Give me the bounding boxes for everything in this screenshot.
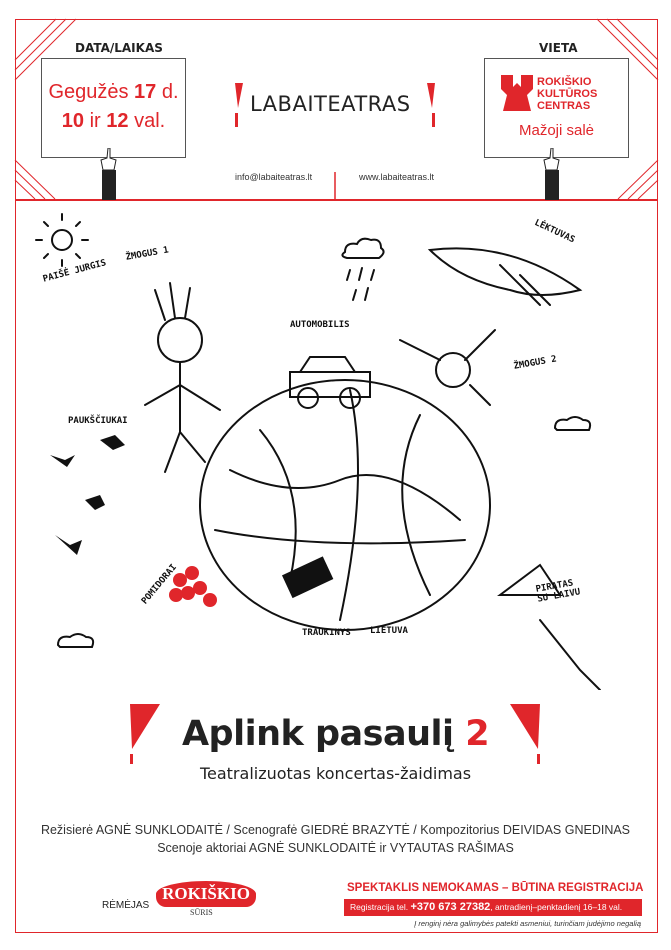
sun-icon xyxy=(35,213,89,267)
date-month: Gegužės xyxy=(48,81,135,103)
time-suffix: val. xyxy=(128,110,166,132)
airplane-icon xyxy=(427,247,583,306)
person-1-icon xyxy=(144,282,221,473)
title-number: 2 xyxy=(465,714,490,754)
labaiteatras-logo: LABAITEATRAS xyxy=(250,92,411,116)
childrens-drawing xyxy=(35,213,601,690)
label-lithuania: LIETUVA xyxy=(370,626,408,636)
label-car: AUTOMOBILIS xyxy=(290,320,350,330)
header-divider xyxy=(15,199,658,201)
credits-line-2: Scenoje aktoriai AGNĖ SUNKLODAITĖ ir VYT… xyxy=(157,841,514,855)
pirate-ship-icon xyxy=(497,563,601,690)
event-title: Aplink pasaulį 2 xyxy=(181,714,490,754)
date-suffix: d. xyxy=(156,81,179,103)
time-sep: ir xyxy=(84,110,107,132)
sponsor-sub: SŪRIS xyxy=(190,908,213,917)
date-sign: Gegužės 17 d. 10 ir 12 val. xyxy=(41,58,186,158)
title-brackets xyxy=(130,704,540,764)
hand-holding-sign-icon xyxy=(102,170,116,200)
hand-icon xyxy=(543,148,560,171)
labaiteatras-logo-brackets xyxy=(235,83,435,127)
label-train: TRAUKINYS xyxy=(302,628,351,638)
free-notice: SPEKTAKLIS NEMOKAMAS – BŪTINA REGISTRACI… xyxy=(347,882,644,894)
time-2: 12 xyxy=(106,110,129,132)
credits-line-1: Režisierė AGNĖ SUNKLODAITĖ / Scenografė … xyxy=(40,823,631,837)
date-label: DATA/LAIKAS xyxy=(75,41,163,55)
venue-hall: Mažoji salė xyxy=(518,122,595,139)
event-subtitle: Teatralizuotas koncertas-žaidimas xyxy=(199,764,472,783)
rokiskio-suris-logo: ROKIŠKIO xyxy=(156,881,256,907)
poster-frame xyxy=(15,19,658,933)
tomatoes-icon xyxy=(169,566,217,607)
globe-icon xyxy=(199,379,491,631)
car-icon xyxy=(289,356,371,409)
accessibility-note: Į renginį nėra galimybės patekti asmeniu… xyxy=(414,919,641,928)
label-birds: PAUKŠČIUKAI xyxy=(68,416,128,426)
registration-phone[interactable]: +370 673 27382 xyxy=(410,901,491,913)
cloud-rain-icon xyxy=(341,237,385,301)
date-day: 17 xyxy=(134,81,157,103)
train-icon xyxy=(281,556,334,599)
venue-label: VIETA xyxy=(539,41,578,55)
birds-icon xyxy=(50,435,125,555)
cloud-icon xyxy=(56,416,592,648)
sponsor-label: RĖMĖJAS xyxy=(102,900,150,911)
person-2-icon xyxy=(399,329,496,406)
hand-icon xyxy=(100,148,117,171)
website-link[interactable]: www.labaiteatras.lt xyxy=(359,172,435,182)
registration-bar: Registracija tel. +370 673 27382, antrad… xyxy=(344,899,642,916)
hand-holding-sign-icon xyxy=(545,170,559,200)
email-link[interactable]: info@labaiteatras.lt xyxy=(235,172,313,182)
kulturos-centras-emblem-icon xyxy=(501,75,533,111)
time-1: 10 xyxy=(61,110,85,132)
